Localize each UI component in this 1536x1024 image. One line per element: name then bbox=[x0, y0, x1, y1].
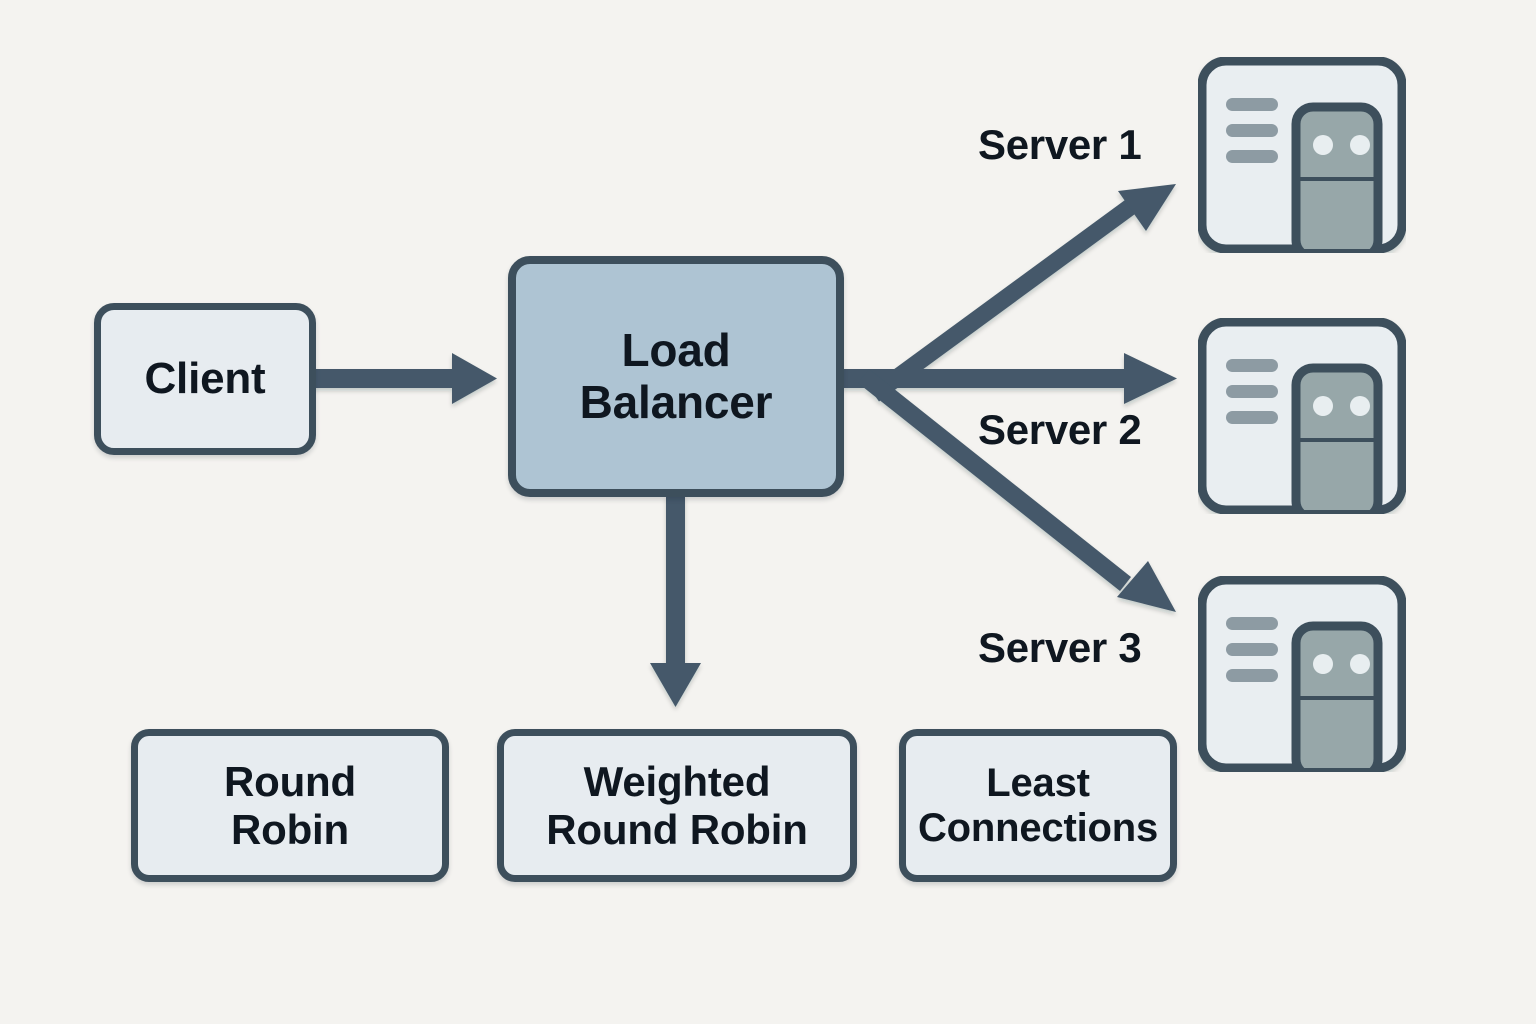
edge-load-balancer-to-algorithms bbox=[650, 495, 701, 707]
node-load-balancer-label-line2: Balancer bbox=[579, 375, 773, 428]
node-weighted-round-robin-label-line2: Round Robin bbox=[546, 805, 808, 853]
node-least-connections[interactable]: Least Connections bbox=[899, 729, 1177, 882]
server-rack-icon[interactable] bbox=[1198, 57, 1406, 253]
server-label-2: Server 2 bbox=[978, 406, 1142, 453]
edge-client-to-load-balancer bbox=[312, 353, 497, 404]
edge-fan-stem bbox=[842, 369, 890, 388]
node-client-label: Client bbox=[144, 354, 266, 404]
server-rack-icon[interactable] bbox=[1198, 576, 1406, 772]
edge-load-balancer-to-server-2 bbox=[869, 353, 1177, 404]
node-load-balancer-label: Load Balancer bbox=[560, 323, 793, 428]
server-label-3: Server 3 bbox=[978, 624, 1142, 671]
node-least-connections-label: Least Connections bbox=[898, 761, 1178, 851]
node-round-robin-label-line2: Robin bbox=[231, 805, 349, 853]
node-load-balancer-label-line1: Load bbox=[621, 323, 731, 376]
node-weighted-round-robin-label-line1: Weighted bbox=[583, 758, 771, 806]
node-weighted-round-robin-label: Weighted Round Robin bbox=[526, 758, 827, 852]
edge-load-balancer-to-server-1 bbox=[869, 184, 1176, 402]
node-weighted-round-robin[interactable]: Weighted Round Robin bbox=[497, 729, 857, 882]
node-load-balancer[interactable]: Load Balancer bbox=[508, 256, 844, 497]
node-round-robin-label: Round Robin bbox=[204, 758, 376, 852]
server-rack-icon[interactable] bbox=[1198, 318, 1406, 514]
node-least-connections-label-line1: Least bbox=[986, 760, 1090, 805]
node-client[interactable]: Client bbox=[94, 303, 316, 455]
node-least-connections-label-line2: Connections bbox=[917, 805, 1159, 850]
server-label-1: Server 1 bbox=[978, 121, 1142, 168]
node-round-robin[interactable]: Round Robin bbox=[131, 729, 449, 882]
node-round-robin-label-line1: Round bbox=[224, 758, 356, 806]
